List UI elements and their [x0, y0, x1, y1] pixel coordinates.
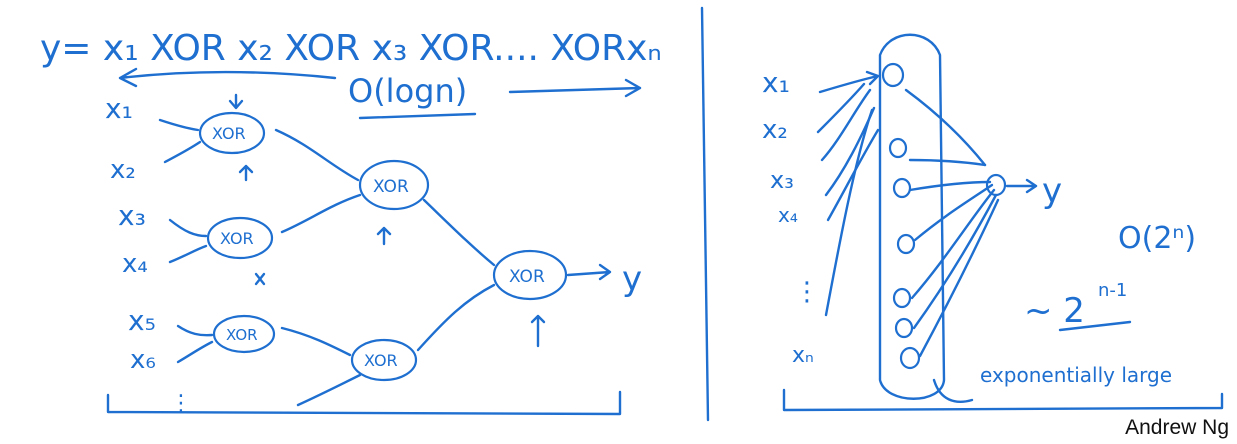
xor-gate-5-label: XOR — [364, 351, 398, 370]
hidden-layer-capsule — [878, 33, 946, 400]
xor-gate-5 — [350, 338, 418, 382]
left-input-dots: ⋮ — [170, 391, 192, 416]
approx-label: ~ 2 — [1024, 291, 1085, 331]
left-input-x3: x₃ — [118, 199, 146, 232]
xor-gate-3-label: XOR — [226, 326, 258, 344]
right-input-edges — [816, 70, 880, 317]
approx-exponent: n-1 — [1098, 280, 1127, 301]
xor-gate-2 — [206, 216, 274, 260]
left-input-x2: x₂ — [110, 155, 136, 185]
annotation-text: exponentially large — [980, 363, 1172, 387]
approx-underline — [1058, 320, 1132, 332]
left-span-arrow — [118, 67, 337, 88]
right-input-dots: ⋮ — [794, 277, 820, 307]
right-input-x2: x₂ — [762, 115, 788, 145]
left-input-x4: x₄ — [122, 249, 148, 279]
left-input-x6: x₆ — [130, 345, 156, 375]
left-complexity-label: O(logn) — [348, 72, 467, 110]
xor-gate-4 — [358, 159, 430, 211]
left-bracket — [106, 390, 622, 416]
right-input-x3: x₃ — [770, 166, 794, 194]
xor-gate-3 — [212, 314, 276, 354]
hidden-output-edges — [904, 88, 1000, 358]
left-output-arrow — [566, 263, 612, 281]
hidden-unit — [896, 233, 916, 255]
hidden-units — [881, 62, 921, 370]
left-input-x1: x₁ — [105, 92, 133, 125]
left-input-x5: x₅ — [128, 304, 156, 337]
xor-gate-output — [492, 249, 568, 301]
right-bracket — [782, 388, 1224, 412]
xor-gate-1 — [198, 111, 266, 155]
left-tree-edges — [158, 93, 546, 407]
hidden-unit — [892, 287, 912, 309]
right-input-xn: xₙ — [792, 343, 814, 368]
right-output-label: y — [1042, 171, 1062, 211]
hidden-unit — [899, 346, 921, 370]
hidden-unit — [888, 137, 908, 159]
output-unit — [985, 173, 1007, 197]
left-complexity-underline — [358, 112, 477, 120]
author-credit: Andrew Ng — [1125, 416, 1229, 439]
equation-text: y= x₁ XOR x₂ XOR x₃ XOR.... XORxₙ — [40, 28, 662, 69]
right-input-x4: x₄ — [778, 203, 798, 227]
hidden-unit — [892, 177, 912, 199]
hidden-unit — [894, 317, 914, 339]
xor-gate-output-label: XOR — [509, 267, 545, 287]
hidden-unit — [881, 62, 905, 88]
right-output-arrow — [1005, 178, 1038, 194]
left-output-label: y — [622, 259, 642, 299]
panel-divider — [700, 6, 710, 422]
xor-gate-2-label: XOR — [220, 229, 254, 248]
xor-gate-1-label: XOR — [212, 124, 246, 143]
right-complexity-label: O(2ⁿ) — [1118, 221, 1196, 256]
xor-gate-4-label: XOR — [373, 177, 409, 197]
right-span-arrow — [508, 78, 642, 98]
right-input-x1: x₁ — [762, 66, 790, 99]
annotation-arrow — [932, 378, 974, 403]
